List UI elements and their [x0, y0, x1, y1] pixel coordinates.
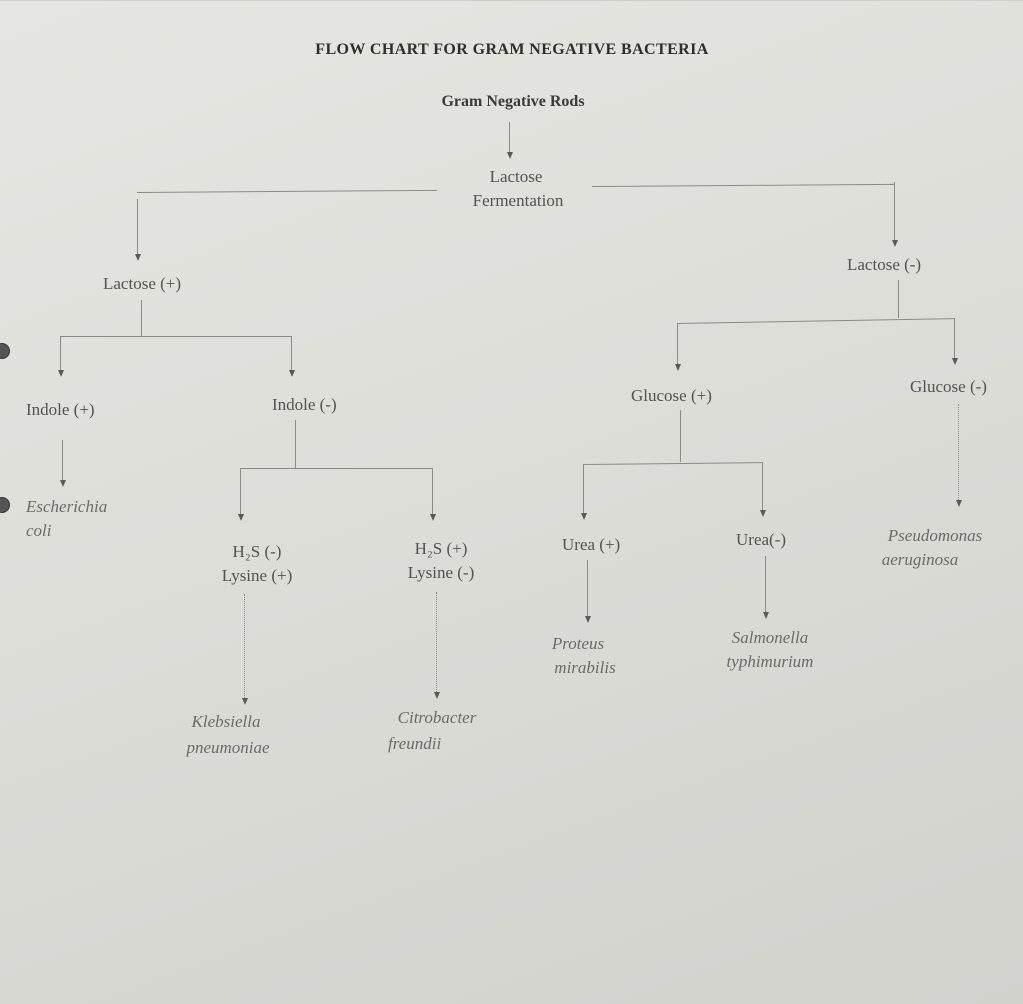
node-lactose-fermentation-line2: Fermentation: [472, 191, 564, 210]
connector-urea-h: [582, 462, 763, 465]
connector-lactose-neg-stem: [898, 280, 899, 318]
binder-hole-marker: [0, 343, 10, 359]
connector-lactose-right-v: [894, 182, 895, 240]
arrowhead-glucose-neg: [952, 358, 958, 365]
connector-urea-pos-v: [583, 465, 584, 513]
node-h2s-pos: H₂S (+): [414, 539, 468, 558]
node-indole-negative: Indole (-): [272, 395, 337, 414]
root-node-gram-negative-rods: Gram Negative Rods: [441, 93, 585, 110]
arrowhead-urea-neg: [760, 510, 766, 517]
arrowhead-pseudomonas: [956, 500, 962, 507]
arrowhead-h2s-pos: [430, 514, 436, 521]
node-lactose-fermentation-line1: Lactose: [489, 167, 543, 186]
connector-h2s-neg-v: [240, 468, 241, 514]
arrowhead-indole-neg: [289, 370, 295, 377]
node-glucose-positive: Glucose (+): [631, 386, 712, 405]
connector-klebsiella-v: [244, 594, 245, 698]
organism-klebsiella-line1: Klebsiella: [191, 712, 261, 731]
organism-salmonella-line1: Salmonella: [731, 628, 809, 647]
connector-indole-neg-v: [291, 336, 292, 370]
connector-lactose-left-h: [136, 189, 437, 193]
connector-proteus-v: [587, 560, 588, 616]
organism-pseudomonas-line2: aeruginosa: [881, 550, 959, 569]
connector-lactose-right-h: [591, 183, 895, 187]
root-arrow-line: [509, 122, 510, 152]
node-glucose-negative: Glucose (-): [910, 377, 987, 396]
organism-pseudomonas-line1: Pseudomonas: [887, 526, 983, 545]
connector-glucose-h: [676, 318, 955, 324]
arrowhead-citrobacter: [434, 692, 440, 699]
arrowhead-lactose-pos: [135, 254, 141, 261]
node-lysine-pos: Lysine (+): [221, 566, 293, 585]
connector-urea-neg-v: [762, 462, 763, 510]
arrowhead-ecoli: [60, 480, 66, 487]
connector-salmonella-v: [765, 556, 766, 612]
connector-indole-pos-v: [60, 336, 61, 370]
node-lactose-positive: Lactose (+): [103, 274, 182, 293]
arrowhead-indole-pos: [58, 370, 64, 377]
organism-proteus-line2: mirabilis: [554, 658, 616, 677]
arrowhead-salmonella: [763, 612, 769, 619]
arrowhead-proteus: [585, 616, 591, 623]
organism-proteus-line1: Proteus: [551, 634, 605, 653]
arrowhead-klebsiella: [242, 698, 248, 705]
organism-salmonella-line2: typhimurium: [726, 652, 814, 671]
node-urea-negative: Urea(-): [736, 530, 787, 549]
connector-glucose-pos-stem: [680, 410, 681, 462]
connector-glucose-pos-v: [677, 324, 678, 364]
node-lactose-negative: Lactose (-): [847, 255, 922, 274]
node-indole-positive: Indole (+): [26, 400, 95, 419]
organism-citrobacter-line1: Citrobacter: [397, 708, 477, 727]
node-h2s-neg: H₂S (-): [232, 542, 282, 561]
binder-hole-marker: [0, 497, 10, 513]
node-urea-positive: Urea (+): [562, 535, 621, 554]
root-arrowhead: [507, 152, 513, 159]
connector-glucose-neg-v: [954, 318, 955, 358]
connector-indole-neg-stem: [295, 420, 296, 468]
organism-escherichia-line1: Escherichia: [26, 497, 108, 516]
connector-h2s-pos-v: [432, 468, 433, 514]
connector-h2s-h: [240, 468, 433, 469]
connector-lactose-pos-stem: [141, 300, 142, 336]
connector-ecoli-v: [62, 440, 63, 480]
node-lysine-neg: Lysine (-): [407, 563, 475, 582]
connector-citrobacter-v: [436, 592, 437, 692]
connector-indole-h: [60, 336, 292, 337]
page-edge: [0, 0, 1023, 1]
arrowhead-lactose-neg: [892, 240, 898, 247]
arrowhead-h2s-neg: [238, 514, 244, 521]
arrowhead-urea-pos: [581, 513, 587, 520]
organism-escherichia-line2: coli: [26, 521, 52, 540]
connector-lactose-left-v: [137, 199, 138, 254]
arrowhead-glucose-pos: [675, 364, 681, 371]
connector-pseudomonas-v: [958, 404, 959, 500]
organism-citrobacter-line2: freundii: [388, 734, 442, 753]
flowchart-title: FLOW CHART FOR GRAM NEGATIVE BACTERIA: [315, 41, 709, 58]
organism-klebsiella-line2: pneumoniae: [186, 738, 270, 757]
